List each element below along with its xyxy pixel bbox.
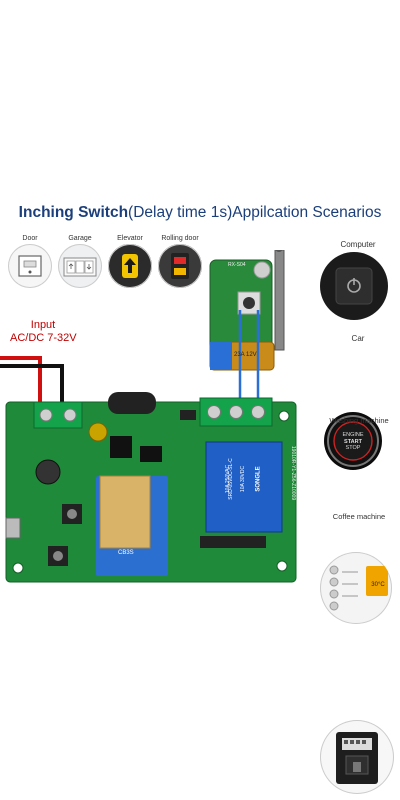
scenario-elevator: Elevator (106, 234, 154, 288)
washing-machine-icon: 30°C (320, 552, 392, 624)
washer-display-text: 30°C (371, 582, 385, 588)
antenna-coil (108, 392, 156, 414)
car-start-button-icon: ENGINE START STOP (324, 412, 382, 470)
scenario-garage-label: Garage (68, 235, 92, 242)
input-label-line2: AC/DC 7-32V (10, 332, 77, 344)
remote-model: RX-S04 (228, 262, 246, 268)
scenario-garage: Garage (56, 234, 104, 288)
capacitor-2 (88, 422, 108, 442)
car-line3: STOP (345, 445, 361, 451)
scenario-washing-label: Washing machine (329, 416, 389, 425)
car-line2: START (344, 438, 362, 445)
coffee-machine-icon (320, 720, 394, 794)
car-button-text: ENGINE START STOP (324, 432, 382, 452)
red-wire (0, 356, 42, 410)
scenario-coffee-label: Coffee machine (332, 512, 386, 521)
relay-rating-2: 10A 30VDC (240, 465, 247, 493)
elevator-icon (108, 244, 152, 288)
wifi-module (99, 475, 151, 549)
title-rest: (Delay time 1s)Appilcation Scenarios (128, 204, 382, 221)
scenario-car-label: Car (351, 334, 365, 343)
page-title: Inching Switch(Delay time 1s)Appilcation… (0, 204, 400, 222)
board-code: 19010R-Y1-Z56-Z10009 (290, 445, 297, 501)
module-label: CB3S (118, 550, 134, 556)
rolling-door-icon (158, 244, 202, 288)
scenario-computer-label: Computer (340, 240, 376, 249)
relay-brand: SONGLE (255, 466, 262, 492)
inductor (110, 436, 132, 458)
relay (205, 441, 283, 533)
black-wire (0, 364, 64, 410)
scenario-rolling-door-label: Rolling door (161, 235, 199, 242)
computer-power-icon (320, 252, 388, 320)
scenario-rolling-door: Rolling door (156, 234, 204, 288)
scenario-door-label: Door (22, 235, 38, 242)
capacitor-1 (35, 459, 61, 485)
input-label-line1: Input (30, 319, 56, 331)
relay-board-illustration (0, 250, 297, 583)
title-bold: Inching Switch (18, 204, 129, 221)
scenario-door: Door (6, 234, 54, 288)
remote-module (209, 250, 285, 371)
relay-rating-1: 10A 250VAC (225, 464, 232, 494)
car-line1: ENGINE (342, 432, 364, 438)
scenario-elevator-label: Elevator (117, 235, 143, 242)
input-label: Input AC/DC 7-32V (10, 319, 77, 345)
garage-icon (58, 244, 102, 288)
battery-label: 23A 12V (234, 352, 257, 358)
usb-port (5, 517, 21, 539)
door-icon (8, 244, 52, 288)
